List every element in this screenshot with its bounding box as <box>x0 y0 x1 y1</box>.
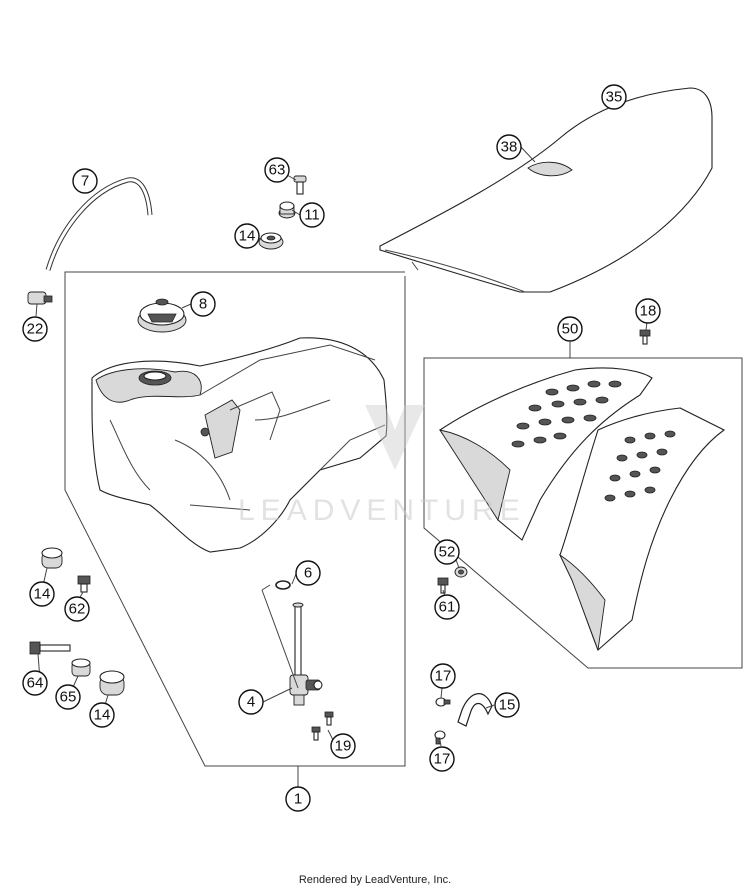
callout-50: 50 <box>557 316 583 342</box>
callout-17-top: 17 <box>430 663 456 689</box>
o-ring-part <box>275 580 291 590</box>
callout-8: 8 <box>190 291 216 317</box>
clamp-17-bottom-part <box>434 730 446 745</box>
hose-fitting-part <box>27 291 53 305</box>
svg-text:52: 52 <box>439 544 456 561</box>
svg-text:65: 65 <box>60 689 77 706</box>
callout-6: 6 <box>295 560 321 586</box>
svg-text:63: 63 <box>269 162 286 179</box>
svg-text:17: 17 <box>434 751 451 768</box>
svg-text:38: 38 <box>501 139 518 156</box>
callout-11: 11 <box>299 202 325 228</box>
seat-part <box>379 87 713 293</box>
svg-text:15: 15 <box>499 697 516 714</box>
callout-4: 4 <box>238 689 264 715</box>
bolt-62-part <box>77 575 91 593</box>
svg-text:11: 11 <box>304 207 320 224</box>
right-shroud-part <box>558 407 726 651</box>
clamp-17-top-part <box>435 697 451 707</box>
vent-hose-part <box>45 177 153 271</box>
svg-text:18: 18 <box>640 303 657 320</box>
callout-62: 62 <box>64 596 90 622</box>
fuel-tap-part <box>289 602 323 706</box>
svg-text:62: 62 <box>69 601 86 618</box>
nut-52-part <box>454 566 468 578</box>
callout-61: 61 <box>434 594 460 620</box>
svg-text:14: 14 <box>94 707 111 724</box>
svg-text:8: 8 <box>199 296 207 313</box>
callout-22: 22 <box>22 316 48 342</box>
svg-text:64: 64 <box>27 675 44 692</box>
svg-text:22: 22 <box>27 321 44 338</box>
bushing-14-left-part <box>41 547 63 569</box>
tank-group-frame <box>64 271 406 767</box>
svg-text:17: 17 <box>435 668 452 685</box>
svg-text:14: 14 <box>34 586 51 603</box>
footer-credit: Rendered by LeadVenture, Inc. <box>298 874 452 886</box>
callout-14-top: 14 <box>234 223 260 249</box>
callout-64: 64 <box>22 670 48 696</box>
callout-19: 19 <box>330 733 356 759</box>
fuel-cap-part <box>137 298 187 333</box>
svg-text:19: 19 <box>335 738 352 755</box>
callout-14-left: 14 <box>29 581 55 607</box>
bolt-64-part <box>29 641 71 655</box>
callout-38: 38 <box>496 134 522 160</box>
screw-61-part <box>437 577 449 594</box>
grommet-11-part <box>278 201 296 219</box>
svg-text:7: 7 <box>81 173 89 190</box>
screws-19-part <box>311 711 334 741</box>
svg-text:4: 4 <box>247 694 255 711</box>
shroud-group-frame <box>423 357 743 669</box>
screw-18-part <box>639 329 651 345</box>
callout-65: 65 <box>55 684 81 710</box>
svg-text:61: 61 <box>439 599 456 616</box>
leadventure-watermark: LEADVENTURE <box>238 405 526 527</box>
watermark-text: LEADVENTURE <box>238 494 526 527</box>
svg-text:14: 14 <box>239 228 256 245</box>
callout-63: 63 <box>264 157 290 183</box>
bushing-14-lower-part <box>99 670 125 696</box>
callout-17-bottom: 17 <box>429 746 455 772</box>
callout-15: 15 <box>494 692 520 718</box>
callout-7: 7 <box>72 168 98 194</box>
hose-15-part <box>457 693 493 727</box>
svg-text:6: 6 <box>304 565 312 582</box>
callout-14-lower: 14 <box>89 702 115 728</box>
bolt-63-part <box>293 175 307 195</box>
svg-text:35: 35 <box>606 89 623 106</box>
callout-52: 52 <box>434 539 460 565</box>
left-shroud-part <box>439 367 653 541</box>
bushing-14-top-part <box>258 232 284 250</box>
callout-35: 35 <box>601 84 627 110</box>
svg-text:50: 50 <box>562 321 579 338</box>
spacer-65-part <box>71 658 91 677</box>
callout-18: 18 <box>635 298 661 324</box>
callout-1: 1 <box>285 786 311 812</box>
svg-text:1: 1 <box>294 791 302 808</box>
fuel-tank-part <box>91 337 388 553</box>
